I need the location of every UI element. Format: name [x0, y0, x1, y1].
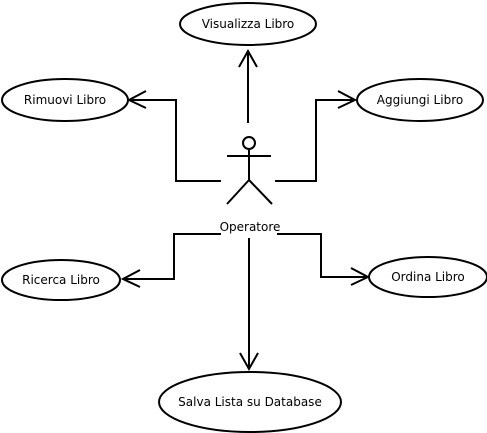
use-case-ricerca-libro[interactable]: Ricerca Libro	[1, 259, 121, 301]
arrowhead-ricerca	[120, 269, 141, 288]
use-case-salva-lista-su-database[interactable]: Salva Lista su Database	[158, 371, 342, 433]
actor-head	[242, 136, 256, 150]
use-case-label: Ricerca Libro	[22, 273, 100, 287]
actor-right-leg	[248, 179, 273, 205]
connector-aggiungi	[275, 99, 355, 182]
use-case-rimuovi-libro[interactable]: Rimuovi Libro	[1, 78, 129, 122]
use-case-ellipse	[1, 259, 121, 301]
connector-ricerca	[123, 233, 221, 280]
arrowhead-aggiungi	[337, 90, 358, 109]
use-case-ellipse	[368, 256, 487, 298]
use-case-label: Aggiungi Libro	[377, 93, 463, 107]
connector-ordina	[277, 233, 368, 278]
use-case-label: Visualizza Libro	[202, 17, 295, 31]
use-case-ordina-libro[interactable]: Ordina Libro	[368, 256, 487, 298]
use-case-label: Ordina Libro	[391, 270, 465, 284]
actor-label: Operatore	[220, 220, 281, 234]
actor-left-leg	[226, 179, 250, 205]
arrowhead-visualizza	[238, 48, 258, 68]
use-case-ellipse	[158, 371, 342, 433]
actor-operatore[interactable]: Operatore	[220, 136, 281, 234]
use-case-label: Salva Lista su Database	[178, 395, 322, 409]
use-case-ellipse	[356, 78, 484, 122]
use-case-ellipse	[179, 2, 317, 46]
use-case-ellipse	[1, 78, 129, 122]
use-case-aggiungi-libro[interactable]: Aggiungi Libro	[356, 78, 484, 122]
use-case-label: Rimuovi Libro	[24, 93, 106, 107]
arrowhead-salva	[239, 352, 259, 372]
use-case-visualizza-libro[interactable]: Visualizza Libro	[179, 2, 317, 46]
connector-rimuovi	[129, 99, 221, 182]
connectors	[120, 48, 371, 372]
